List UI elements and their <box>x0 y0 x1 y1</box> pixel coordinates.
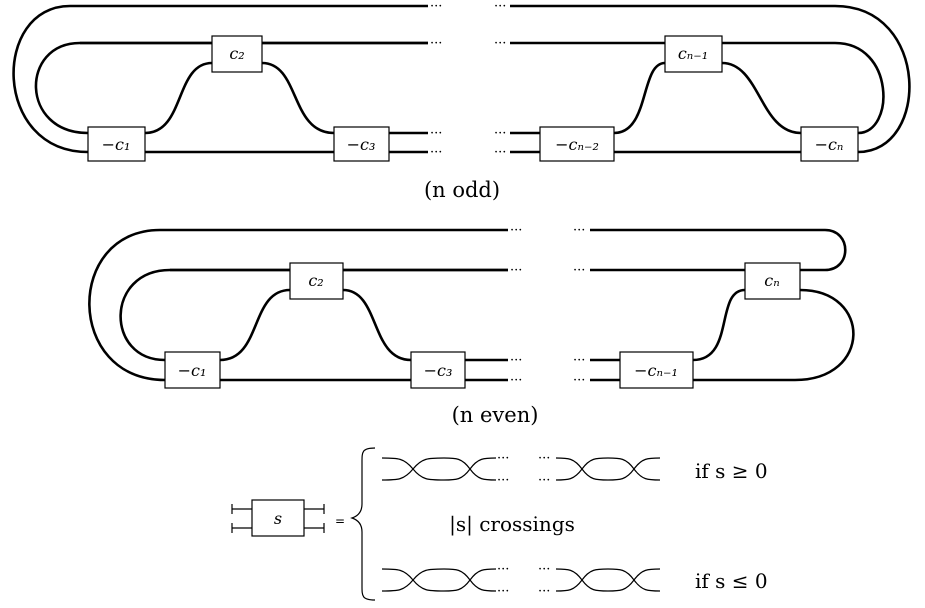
even-bottom-right <box>590 358 620 382</box>
even-top-right-loop <box>590 228 847 272</box>
even-outer-strand-left <box>88 228 508 382</box>
even-bottom-left <box>220 358 508 382</box>
legend-box-wires <box>231 504 325 533</box>
odd-outer-strand-right <box>510 4 911 154</box>
even-box-neg-c3: −c₃ <box>410 351 466 389</box>
odd-box-neg-c1: −c₁ <box>87 126 146 162</box>
legend-neg-ellipsis-3: ··· <box>538 562 550 577</box>
even-ellipsis-low2-left: ··· <box>510 373 522 388</box>
even-ellipsis-low1-right: ··· <box>573 353 585 368</box>
odd-box-neg-cn-minus-2: −cₙ₋₂ <box>539 126 615 162</box>
even-ellipsis-top-left: ··· <box>510 223 522 238</box>
legend-curly-brace <box>350 447 376 601</box>
even-box-c2-label: c₂ <box>308 271 323 290</box>
odd-box-neg-c3-label: −c₃ <box>347 135 376 154</box>
even-ellipsis-low2-right: ··· <box>573 373 585 388</box>
odd-box-c2: c₂ <box>211 35 263 73</box>
odd-ellipsis-low2-left: ··· <box>430 145 442 160</box>
odd-box-neg-cn-minus-2-label: −cₙ₋₂ <box>555 135 599 154</box>
legend-pos-ellipsis-2: ··· <box>497 473 509 488</box>
legend-neg-ellipsis-4: ··· <box>538 584 550 599</box>
legend-positive-crossings: ··· ··· ··· ··· <box>381 451 661 488</box>
odd-box-c2-label: c₂ <box>229 44 244 63</box>
even-ellipsis-mid-left: ··· <box>510 263 522 278</box>
legend-pos-ellipsis-3: ··· <box>538 451 550 466</box>
legend-pos-ellipsis-4: ··· <box>538 473 550 488</box>
legend-negative-crossings: ··· ··· ··· ··· <box>381 562 661 599</box>
legend-box-s-label: s <box>274 509 282 528</box>
even-diagram: ··· ··· ··· ··· ··· ··· ··· ··· −c₁ c₂ −… <box>88 223 855 427</box>
legend-pos-ellipsis-1: ··· <box>497 451 509 466</box>
even-ellipsis-top-right: ··· <box>573 223 585 238</box>
odd-box-cn-minus-1-label: cₙ₋₁ <box>678 44 708 63</box>
legend-neg-ellipsis-1: ··· <box>497 562 509 577</box>
even-box-cn: cₙ <box>744 262 801 300</box>
even-inner-strand-left <box>119 268 508 362</box>
even-box-neg-c3-label: −c₃ <box>424 361 453 380</box>
odd-ellipsis-low1-left: ··· <box>430 126 442 141</box>
even-box-neg-cn-minus-1-label: −cₙ₋₁ <box>634 361 678 380</box>
legend-case-negative: if s ≤ 0 <box>695 569 768 593</box>
odd-box-cn-minus-1: cₙ₋₁ <box>664 35 723 73</box>
odd-caption: (n odd) <box>424 178 500 202</box>
odd-strand-c1-c2-c3 <box>144 61 335 135</box>
even-caption: (n even) <box>452 403 539 427</box>
odd-bottom-right <box>510 131 801 154</box>
odd-inner-strand-right <box>510 41 885 135</box>
even-ellipsis-low1-left: ··· <box>510 353 522 368</box>
odd-outer-strand-left <box>12 4 428 154</box>
odd-ellipsis-top-left: ··· <box>430 0 442 14</box>
even-strand-cn-loop <box>692 288 855 382</box>
odd-ellipsis-top-right: ··· <box>494 0 506 14</box>
odd-ellipsis-mid-right: ··· <box>494 36 506 51</box>
odd-strand-cn1-cn <box>613 61 802 135</box>
even-box-cn-label: cₙ <box>764 271 779 290</box>
legend-neg-ellipsis-2: ··· <box>497 584 509 599</box>
odd-box-neg-cn: −cₙ <box>800 126 859 162</box>
legend-case-positive: if s ≥ 0 <box>695 459 768 483</box>
even-box-neg-cn-minus-1: −cₙ₋₁ <box>619 351 694 389</box>
odd-diagram: ··· ··· ··· ··· ··· ··· ··· ··· −c₁ c₂ −… <box>12 0 911 202</box>
legend-equals: = <box>335 514 345 528</box>
even-box-neg-c1: −c₁ <box>164 351 221 389</box>
even-ellipsis-mid-right: ··· <box>573 263 585 278</box>
odd-bottom-left <box>145 131 428 154</box>
even-box-c2: c₂ <box>289 262 344 300</box>
odd-box-neg-c1-label: −c₁ <box>102 135 131 154</box>
odd-box-neg-c3: −c₃ <box>333 126 390 162</box>
odd-inner-strand-left <box>34 41 428 135</box>
legend-box-s: s <box>251 499 305 537</box>
odd-ellipsis-mid-left: ··· <box>430 36 442 51</box>
even-strand-c1-c2-c3 <box>219 288 412 362</box>
even-box-neg-c1-label: −c₁ <box>178 361 207 380</box>
odd-box-neg-cn-label: −cₙ <box>815 135 844 154</box>
odd-ellipsis-low1-right: ··· <box>494 126 506 141</box>
legend-middle-text: |s| crossings <box>449 512 575 537</box>
odd-ellipsis-low2-right: ··· <box>494 145 506 160</box>
crossing-legend: s = ··· ··· ··· ··· if s ≥ 0 |s| crossin… <box>231 447 768 601</box>
